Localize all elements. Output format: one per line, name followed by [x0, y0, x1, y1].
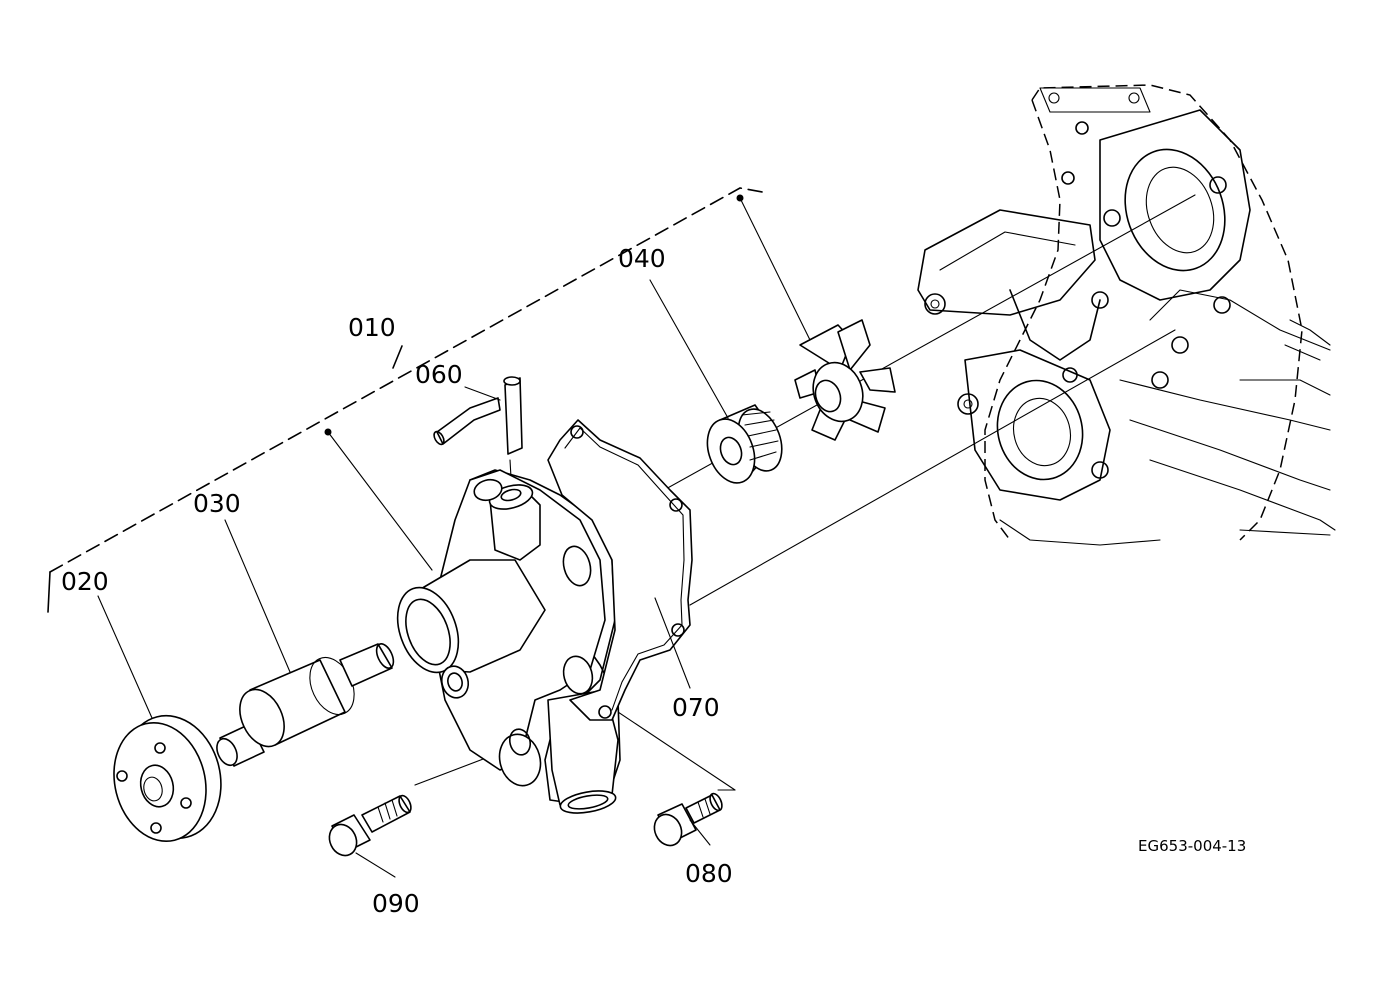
engine-block: [917, 84, 1336, 546]
leader-lines: [97, 194, 811, 878]
assembly-bracket-010: [47, 187, 769, 613]
pump-body-010: [396, 469, 621, 814]
label-030: 030: [193, 489, 241, 518]
shaft-bearing-030: [216, 643, 395, 767]
label-040: 040: [618, 244, 666, 273]
gasket-070: [547, 419, 693, 721]
label-010: 010: [348, 313, 396, 342]
bolt-090: [328, 794, 412, 857]
pipe-060: [433, 376, 523, 455]
bolt-080: [653, 792, 723, 847]
label-090: 090: [372, 889, 420, 918]
label-080: 080: [685, 859, 733, 888]
label-070: 070: [672, 693, 720, 722]
pulley-flange-020: [113, 714, 222, 843]
part-labels: 010 060 040 030 020 070 080 090 EG653-00…: [61, 244, 1246, 918]
label-060: 060: [415, 360, 463, 389]
impeller: [794, 319, 896, 441]
seal-040: [706, 404, 783, 484]
drawing-reference: EG653-004-13: [1138, 837, 1246, 855]
label-020: 020: [61, 567, 109, 596]
